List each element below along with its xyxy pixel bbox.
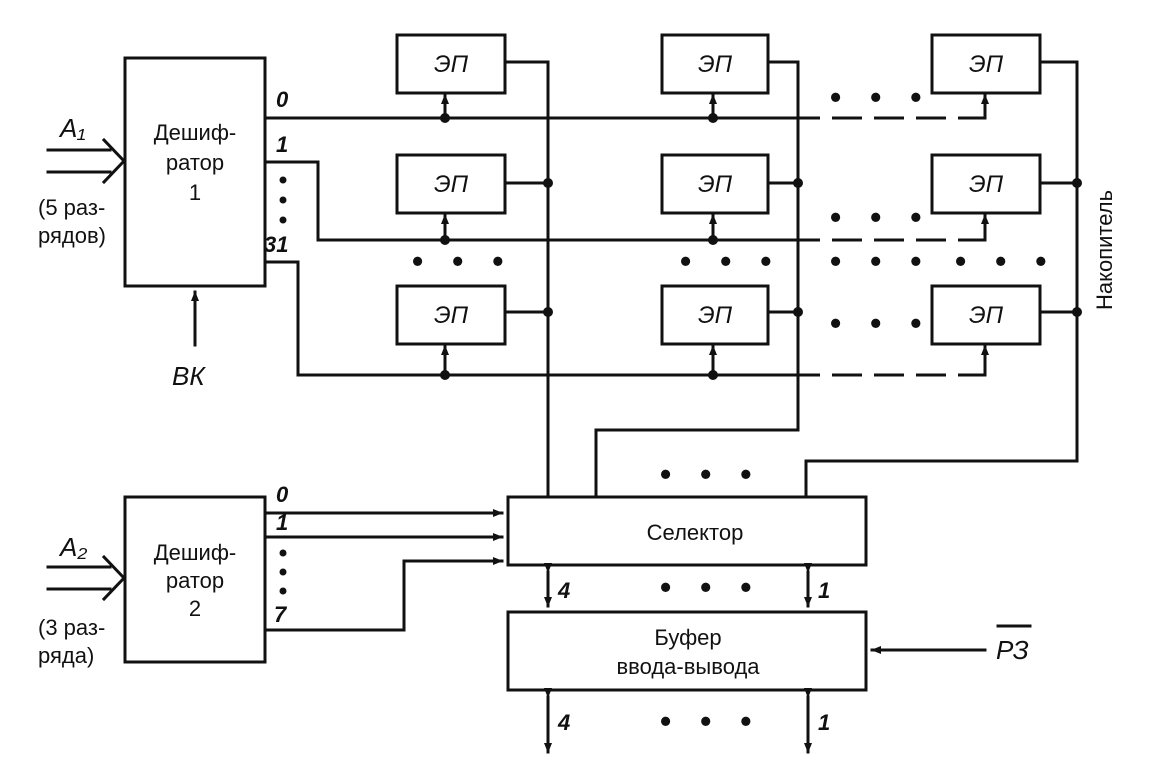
memory-cell-r31-c2: ЭП xyxy=(660,284,770,346)
decoder-2-output-1: 1 xyxy=(276,510,288,535)
decoder-2-box xyxy=(123,495,267,664)
bus-label-right-bottom: 1 xyxy=(818,710,830,735)
decoder-1-output-ellipsis xyxy=(279,176,287,224)
cell-label: ЭП xyxy=(698,302,733,329)
memory-cell-r1-c3: ЭП xyxy=(930,153,1042,215)
ellipsis-mid-c4: • • • xyxy=(955,243,1056,279)
input-a1-label: A₁ xyxy=(58,113,86,143)
input-a1-arrow xyxy=(46,137,127,185)
selector-box xyxy=(506,495,868,567)
memory-cell-r0-c1: ЭП xyxy=(395,33,507,95)
rz-label: РЗ xyxy=(996,635,1029,665)
input-a2-note-line2: ряда) xyxy=(38,643,94,668)
memory-cell-r1-c2: ЭП xyxy=(660,153,770,215)
row-line-31 xyxy=(263,260,989,380)
decoder-1-output-31: 31 xyxy=(264,232,288,257)
cell-label: ЭП xyxy=(698,171,733,198)
decoder-2-line-7 xyxy=(263,557,504,632)
memory-cell-r1-c1: ЭП xyxy=(395,153,507,215)
ellipsis-row31: • • • xyxy=(830,305,931,341)
ellipsis-buffer-out: • • • xyxy=(660,703,761,739)
cell-label: ЭП xyxy=(969,51,1004,78)
decoder-2-label-line1: Дешиф- xyxy=(154,540,237,565)
storage-label: Накопитель xyxy=(1092,190,1117,310)
memory-cell-r31-c3: ЭП xyxy=(930,284,1042,346)
row-line-1 xyxy=(263,160,989,245)
cell-label: ЭП xyxy=(434,51,469,78)
cell-label: ЭП xyxy=(969,171,1004,198)
cell-label: ЭП xyxy=(434,302,469,329)
input-a2-note-line1: (3 раз- xyxy=(38,615,105,640)
decoder-1-label-line2: ратор xyxy=(166,150,224,175)
selector-label: Селектор xyxy=(647,520,744,545)
input-a2-label: A₂ xyxy=(58,532,87,562)
input-a1-note-line1: (5 раз- xyxy=(38,195,105,220)
memory-cell-r31-c1: ЭП xyxy=(395,284,507,346)
input-a2-arrow xyxy=(46,554,127,602)
buffer-label-line1: Буфер xyxy=(654,625,721,650)
buffer-label-line2: ввода-вывода xyxy=(616,654,760,679)
memory-cell-r0-c3: ЭП xyxy=(930,33,1042,95)
cell-label: ЭП xyxy=(969,302,1004,329)
decoder-2-output-0: 0 xyxy=(276,482,289,507)
column-line-1 xyxy=(503,60,553,499)
ellipsis-mid-c3: • • • xyxy=(830,243,931,279)
input-a1-note-line2: рядов) xyxy=(38,223,106,248)
decoder-1-output-1: 1 xyxy=(276,132,288,157)
decoder-2-output-7: 7 xyxy=(274,602,288,627)
cell-label: ЭП xyxy=(434,171,469,198)
decoder-2-label-line2: ратор xyxy=(166,568,224,593)
decoder-2-label-line3: 2 xyxy=(189,596,201,621)
bus-label-right-top: 1 xyxy=(818,578,830,603)
ellipsis-row0: • • • xyxy=(830,79,931,115)
vk-label: ВК xyxy=(172,361,206,391)
decoder-1-label-line3: 1 xyxy=(189,180,201,205)
bus-label-left-top: 4 xyxy=(557,578,570,603)
decoder-1-output-0: 0 xyxy=(276,87,289,112)
ellipsis-mid-c2: • • • xyxy=(680,243,781,279)
ellipsis-mid-c1: • • • xyxy=(412,243,513,279)
row-line-0 xyxy=(263,93,989,123)
cell-label: ЭП xyxy=(698,51,733,78)
decoder-2-output-ellipsis xyxy=(279,549,287,595)
ellipsis-columns: • • • xyxy=(660,456,761,492)
column-line-last xyxy=(804,60,1082,499)
ellipsis-row1: • • • xyxy=(830,199,931,235)
decoder-1-box xyxy=(123,56,267,288)
buffer-box xyxy=(506,610,868,692)
memory-cell-r0-c2: ЭП xyxy=(660,33,770,95)
ellipsis-selector-buffer: • • • xyxy=(660,569,761,605)
column-line-2 xyxy=(594,60,803,499)
decoder-1-label-line1: Дешиф- xyxy=(154,120,237,145)
bus-label-left-bottom: 4 xyxy=(557,710,570,735)
